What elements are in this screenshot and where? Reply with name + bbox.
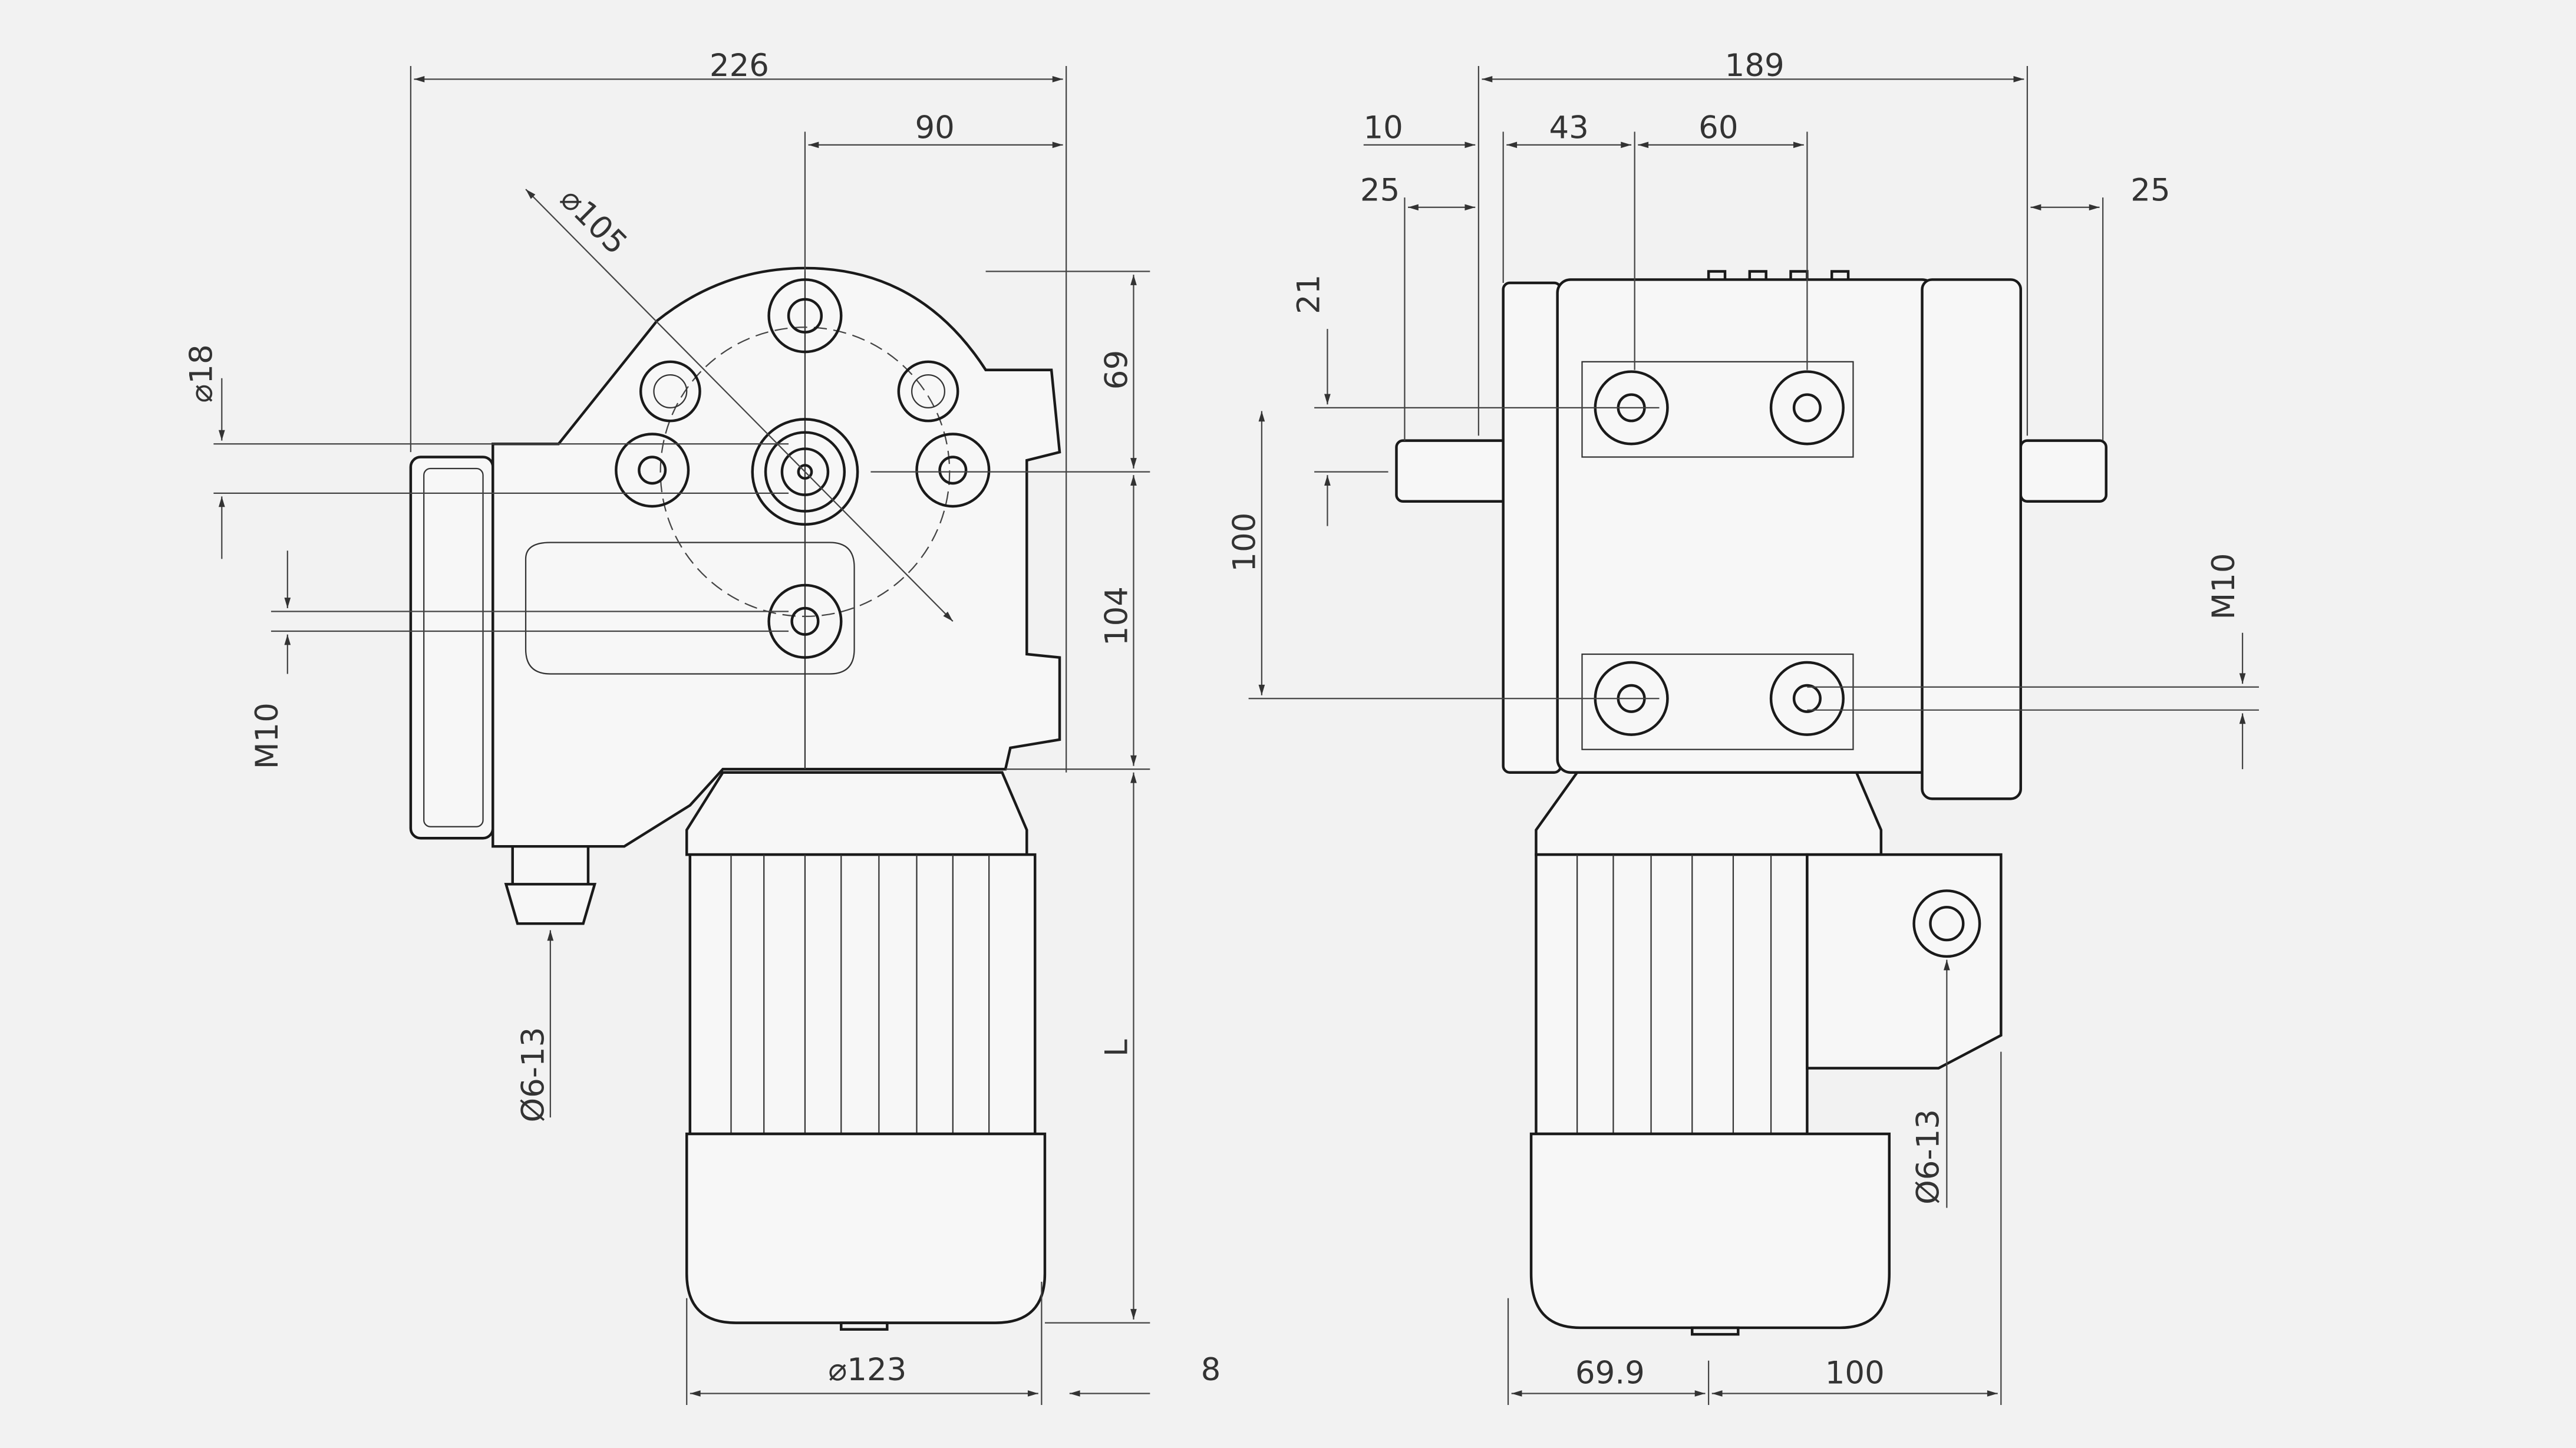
dim-90: 90 bbox=[915, 110, 954, 146]
dim-thread-m10-right: M10 bbox=[2206, 553, 2242, 619]
left-motor bbox=[685, 771, 1047, 1331]
dim-pitch-circle-105: ⌀105 bbox=[553, 181, 634, 262]
dim-shaft-dia-18: ⌀18 bbox=[184, 344, 220, 403]
dim-10: 10 bbox=[1363, 110, 1403, 146]
dim-69-9: 69.9 bbox=[1575, 1355, 1645, 1391]
right-motor bbox=[1529, 771, 2003, 1336]
dim-cable-gland: Ø6-13 bbox=[516, 1027, 552, 1123]
dim-189: 189 bbox=[1725, 48, 1785, 84]
dim-8: 8 bbox=[1201, 1352, 1221, 1388]
dim-21: 21 bbox=[1291, 275, 1327, 314]
dim-100-vertical: 100 bbox=[1227, 513, 1263, 572]
dim-43: 43 bbox=[1549, 110, 1588, 146]
dim-25-right: 25 bbox=[2130, 173, 2170, 209]
right-dimension-labels: 189 10 43 60 25 25 21 100 M10 Ø6-13 69.9… bbox=[1227, 48, 2242, 1391]
dim-cable-gland-right: Ø6-13 bbox=[1910, 1109, 1946, 1205]
dim-100-horizontal: 100 bbox=[1825, 1355, 1885, 1391]
right-gearbox-housing bbox=[1395, 270, 2107, 800]
dim-25-left: 25 bbox=[1360, 173, 1400, 209]
left-dimensions bbox=[213, 66, 1150, 1405]
dim-thread-m10: M10 bbox=[249, 702, 285, 769]
dim-69: 69 bbox=[1099, 350, 1134, 390]
dim-226: 226 bbox=[710, 48, 769, 84]
dim-motor-dia-123: ⌀123 bbox=[828, 1352, 906, 1388]
right-view: 189 10 43 60 25 25 21 100 M10 Ø6-13 69.9… bbox=[1227, 48, 2259, 1405]
dim-60: 60 bbox=[1698, 110, 1738, 146]
left-view: 226 90 ⌀105 ⌀18 M10 69 104 L Ø6-13 ⌀123 … bbox=[184, 48, 1221, 1405]
dim-length-l: L bbox=[1099, 1039, 1134, 1057]
dim-104: 104 bbox=[1099, 586, 1134, 646]
right-dimensions bbox=[1248, 66, 2259, 1405]
